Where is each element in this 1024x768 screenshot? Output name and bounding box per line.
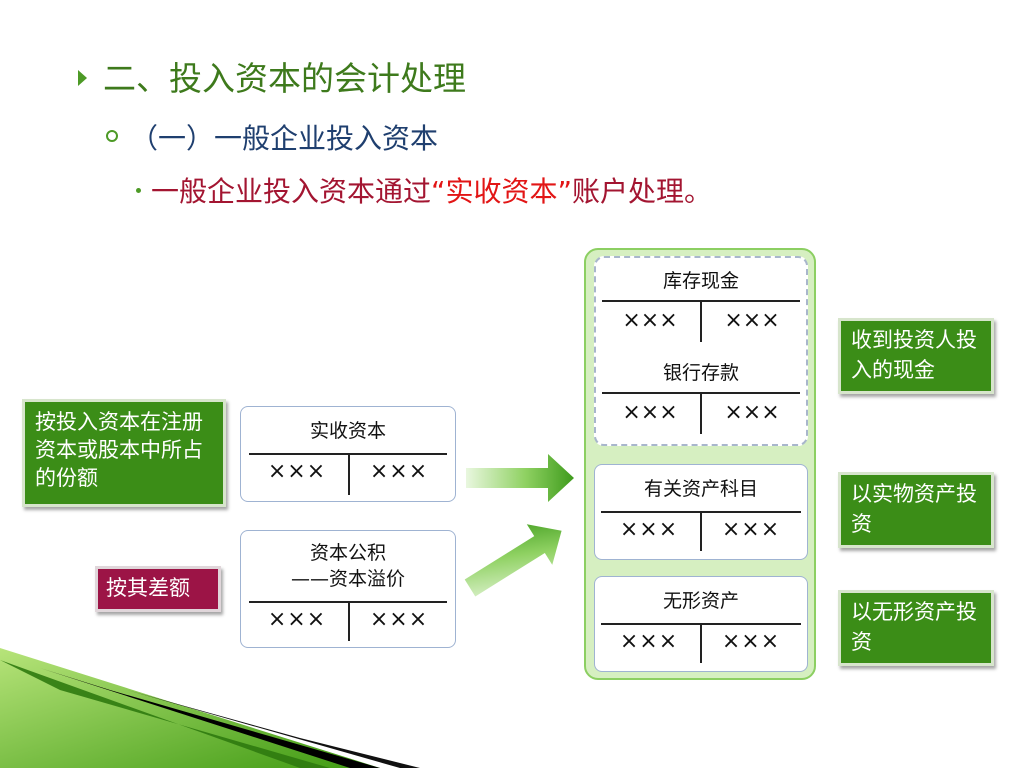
cash-received-label: 收到投资人投入的现金 [838, 318, 994, 394]
statement-text-end: 账户处理。 [572, 175, 713, 208]
paid-in-capital-credit: ××× [369, 459, 429, 484]
paid-in-capital-debit: ××× [267, 459, 327, 484]
ring-bullet-icon [106, 130, 118, 142]
statement-highlight: “实收资本” [431, 175, 573, 208]
cash-account-title: 库存现金 [662, 270, 739, 292]
capital-reserve-title: 资本公积 [309, 542, 386, 564]
bank-debit: ××× [622, 400, 678, 425]
subsection-heading: （一）一般企业投入资本 [106, 117, 438, 157]
triangle-bullet-icon [78, 70, 87, 86]
registered-share-label: 按投入资本在注册资本或股本中所占的份额 [22, 399, 226, 507]
physical-assets-label: 以实物资产投资 [838, 472, 994, 548]
section-heading-text: 二、投入资本的会计处理 [103, 59, 466, 98]
dot-bullet-icon [136, 188, 141, 193]
capital-reserve-debit: ××× [267, 607, 327, 632]
assets-debit: ××× [619, 517, 679, 542]
t-account-divider [700, 392, 702, 434]
cash-credit: ××× [724, 308, 780, 333]
t-account-divider [700, 511, 702, 551]
t-account-divider [700, 623, 702, 663]
cash-debit: ××× [622, 308, 678, 333]
difference-label: 按其差额 [95, 566, 221, 612]
assets-credit: ××× [721, 517, 781, 542]
corner-swoosh [0, 648, 420, 768]
bullet-statement: 一般企业投入资本通过“实收资本”账户处理。 [136, 170, 712, 210]
intangible-credit: ××× [721, 629, 781, 654]
t-account-divider [348, 601, 350, 641]
intangible-assets-label: 以无形资产投资 [838, 590, 994, 666]
arrow-up-right-icon [464, 524, 562, 597]
capital-reserve-account: 资本公积 ——资本溢价 ××× ××× [240, 530, 456, 648]
paid-in-capital-account: 实收资本 ××× ××× [240, 406, 456, 502]
t-account-divider [700, 300, 702, 342]
capital-reserve-subtitle: ——资本溢价 [290, 568, 405, 590]
intangible-account: 无形资产 ××× ××× [594, 576, 808, 672]
section-heading: 二、投入资本的会计处理 [78, 52, 466, 100]
intangible-debit: ××× [619, 629, 679, 654]
assets-account-title: 有关资产科目 [643, 478, 758, 500]
bank-credit: ××× [724, 400, 780, 425]
cash-account: 库存现金 ××× ××× 银行存款 ××× ××× [596, 258, 806, 444]
t-account-divider [348, 453, 350, 495]
arrow-right-icon [466, 454, 574, 502]
statement-text: 一般企业投入资本通过 [151, 175, 432, 208]
paid-in-capital-title: 实收资本 [309, 420, 386, 442]
intangible-account-title: 无形资产 [662, 590, 739, 612]
bank-account-title: 银行存款 [662, 362, 739, 384]
subsection-heading-text: （一）一般企业投入资本 [130, 122, 439, 155]
assets-account: 有关资产科目 ××× ××× [594, 464, 808, 560]
capital-reserve-credit: ××× [369, 607, 429, 632]
